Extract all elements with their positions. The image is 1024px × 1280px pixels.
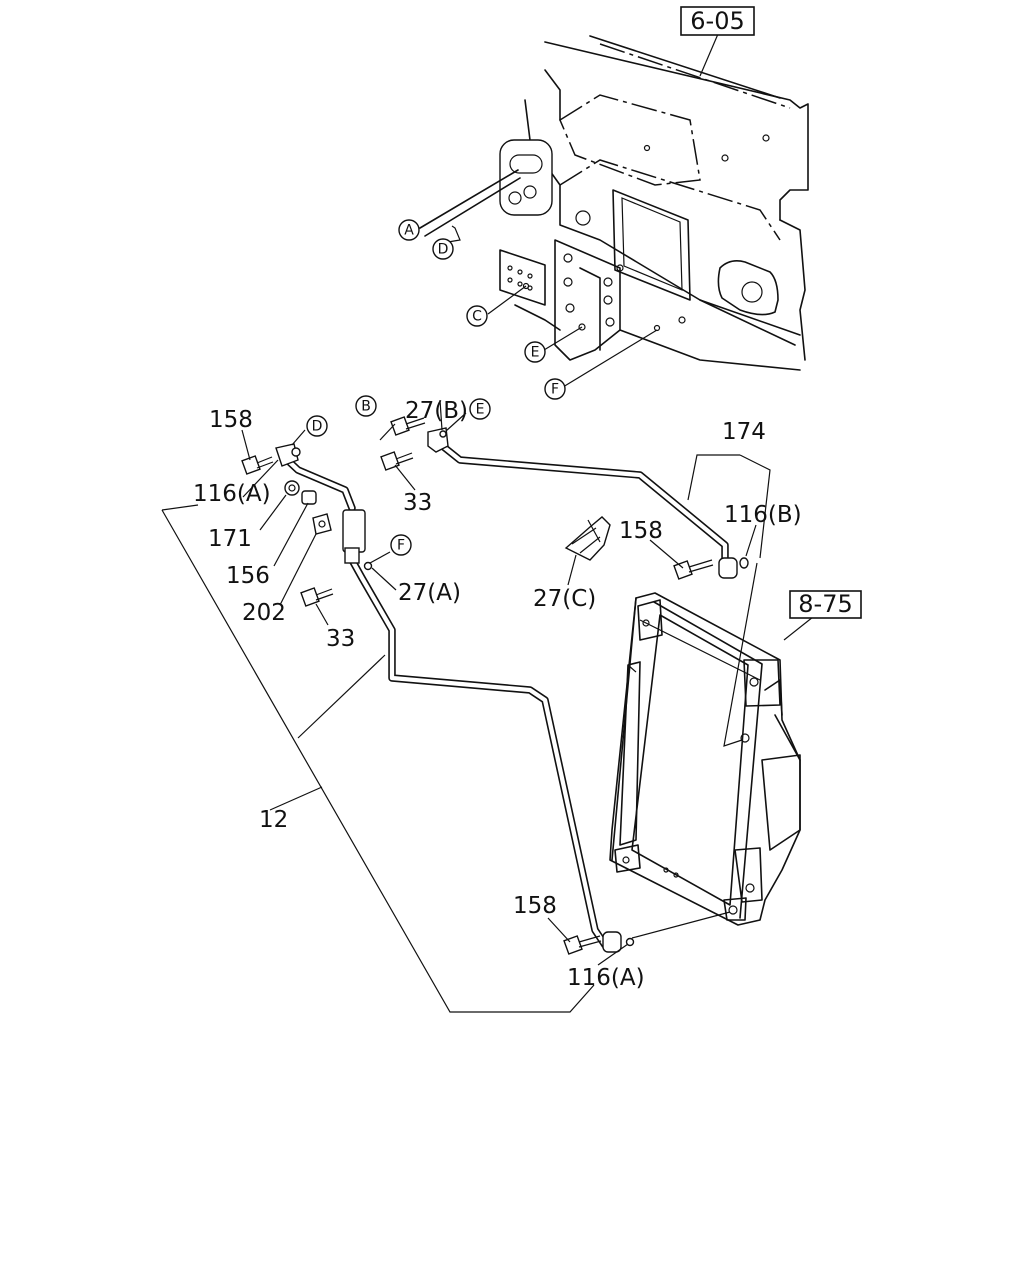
receiver-drier (342, 509, 366, 564)
o-ring-116a-bottom (625, 937, 635, 947)
ref-box-condenser-text: 8-75 (798, 590, 852, 618)
label-156: 156 (226, 563, 270, 589)
label-27c: 27(C) (533, 586, 596, 612)
svg-text:D: D (312, 419, 323, 435)
label-158-bottom: 158 (513, 893, 557, 919)
callout-c: C (466, 305, 488, 327)
label-27b: 27(B) (405, 398, 468, 424)
label-171: 171 (208, 526, 252, 552)
nut-116a-bottom (602, 931, 622, 953)
bolt-b (390, 416, 426, 436)
label-33-lower: 33 (326, 626, 355, 652)
svg-text:F: F (551, 382, 559, 398)
callout-e-pipe: E (469, 398, 491, 420)
pipe-assemblies (278, 436, 729, 949)
bolt-158-top-left (241, 455, 274, 475)
svg-text:A: A (404, 223, 414, 239)
label-116a-bottom: 116(A) (567, 965, 645, 991)
label-116a-top: 116(A) (193, 481, 271, 507)
callout-f-frame: F (544, 378, 566, 400)
label-174: 174 (722, 419, 766, 445)
callout-d-frame: D (432, 238, 454, 260)
o-ring-116b (739, 557, 749, 569)
o-ring-116a-top (291, 447, 301, 457)
svg-text:E: E (531, 345, 540, 361)
cap-156 (301, 490, 317, 505)
callout-f-pipe: F (390, 534, 412, 556)
callout-e-frame: E (524, 341, 546, 363)
label-158-mid: 158 (619, 518, 663, 544)
label-158-top-left: 158 (209, 407, 253, 433)
svg-text:B: B (361, 399, 371, 415)
callout-a: A (398, 219, 420, 241)
label-33-upper: 33 (403, 490, 432, 516)
ref-box-condenser: 8-75 (789, 590, 862, 619)
ref-box-frame: 6-05 (680, 6, 755, 36)
svg-text:F: F (397, 538, 405, 554)
svg-text:D: D (438, 242, 449, 258)
svg-text:C: C (472, 309, 482, 325)
switch-202 (312, 513, 332, 535)
label-202: 202 (242, 600, 286, 626)
callout-d-pipe: D (306, 415, 328, 437)
fitting-171 (284, 480, 300, 496)
label-116b: 116(B) (724, 502, 802, 528)
bolt-158-bottom (563, 935, 602, 955)
leader-lines (161, 399, 819, 1013)
ref-box-frame-text: 6-05 (690, 7, 744, 35)
svg-text:E: E (476, 402, 485, 418)
label-27a: 27(A) (398, 580, 461, 606)
frame-callout-leaders (419, 33, 719, 388)
bolt-33-lower (300, 587, 334, 607)
bolt-158-mid (673, 559, 714, 580)
label-12: 12 (259, 807, 288, 833)
cab-frame-panel (499, 35, 809, 371)
condenser (609, 592, 801, 926)
o-ring-27a (363, 561, 373, 571)
callout-b: B (355, 395, 377, 417)
nut-116b (718, 557, 738, 579)
o-ring-27b (439, 430, 447, 438)
clip-27c (564, 516, 611, 561)
bolt-33-upper (380, 451, 414, 471)
